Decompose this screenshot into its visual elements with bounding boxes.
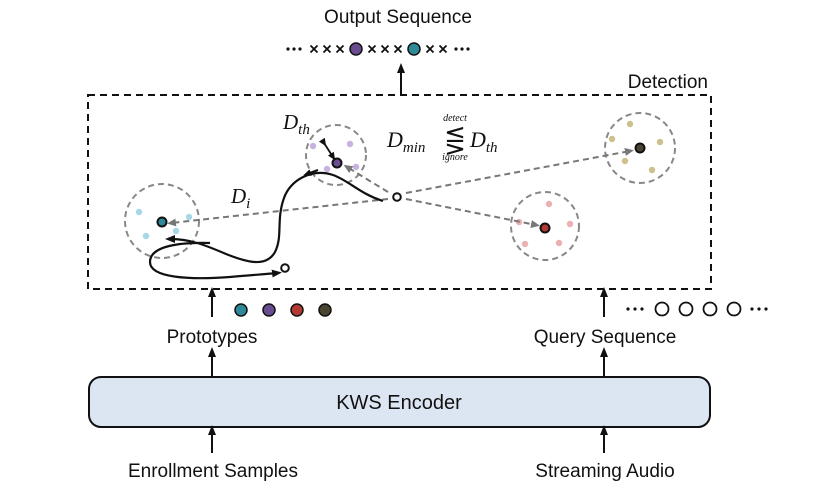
prototype-olive [634,142,646,154]
sample-point [135,208,143,216]
cluster-boundary [604,112,676,184]
sample-point [142,232,150,240]
di-label: Di [230,184,250,212]
no-detection-mark [309,44,319,54]
trajectory-end-point [280,263,290,273]
trajectory-arrowhead [303,168,319,176]
rule-rhs: Dth [469,127,498,156]
query-point [392,192,402,202]
sample-point [656,138,664,146]
ellipsis-dot [286,47,290,51]
no-detection-mark [425,44,435,54]
detected-keyword-purple [349,42,363,56]
distance-arrow-teal [167,198,389,227]
enrollment-samples-label: Enrollment Samples [128,461,298,482]
rule-lhs: Dmin [386,127,425,156]
sample-point [323,165,331,173]
prototype-teal [156,216,168,228]
cluster-olive [604,112,676,184]
kws-encoder-label: KWS Encoder [336,392,462,414]
no-detection-mark [380,44,390,54]
ellipsis-dot [640,307,644,311]
output-sequence [286,42,470,56]
sample-point [621,157,629,165]
query-frame [678,301,694,317]
detected-keyword-teal [407,42,421,56]
ellipsis-dot [466,47,470,51]
cluster-boundary [124,183,200,259]
no-detection-mark [367,44,377,54]
prototype-purple [331,157,343,169]
trajectory-lower [148,241,282,280]
detection-label: Detection [628,72,708,93]
prototype-dot-purple [262,303,276,317]
trajectory-upper [165,171,384,264]
query-sequence-dots [626,301,768,317]
prototypes-label: Prototypes [167,327,258,348]
sample-point [185,213,193,221]
ellipsis-dot [633,307,637,311]
no-detection-mark [438,44,448,54]
ellipsis-dot [626,307,630,311]
detection-box [87,94,712,290]
no-detection-mark [322,44,332,54]
cluster-purple [305,124,367,186]
sample-point [352,163,360,171]
sample-point [521,240,529,248]
output-sequence-label: Output Sequence [324,7,472,28]
rule-operator: ⋚ [444,126,466,156]
sample-point [566,220,574,228]
sample-point [555,239,563,247]
query-frame [654,301,670,317]
sample-point [648,166,656,174]
distance-arrow-olive [405,147,634,194]
query-sequence-label: Query Sequence [534,327,677,348]
cluster-red [510,191,580,261]
rule-detect-label: detect [443,113,467,124]
prototype-dot-olive [318,303,332,317]
ellipsis-dot [764,307,768,311]
sample-point [346,140,354,148]
sample-point [172,227,180,235]
rule-ignore-label: ignore [442,152,468,163]
distance-arrow-purple [343,164,389,193]
sample-point [608,135,616,143]
kws-encoder-box [88,376,711,428]
streaming-audio-label: Streaming Audio [535,461,674,482]
cluster-boundary [305,124,367,186]
query-frame [702,301,718,317]
detection-rule: Dmin ⋚ detect ignore Dth [386,113,498,163]
cluster-boundary [510,191,580,261]
sample-point [309,142,317,150]
cluster-teal [124,183,200,259]
ellipsis-dot [757,307,761,311]
sample-point [545,200,553,208]
prototype-dot-red [290,303,304,317]
sample-point [626,120,634,128]
no-detection-mark [393,44,403,54]
dth-arrow [318,137,336,161]
prototype-red [539,222,551,234]
ellipsis-dot [298,47,302,51]
dth-label: Dth [282,110,310,138]
ellipsis-dot [292,47,296,51]
ellipsis-dot [750,307,754,311]
ellipsis-dot [460,47,464,51]
distance-arrow-red [405,198,540,228]
ellipsis-dot [454,47,458,51]
prototype-dot-teal [234,303,248,317]
query-frame [726,301,742,317]
no-detection-mark [335,44,345,54]
